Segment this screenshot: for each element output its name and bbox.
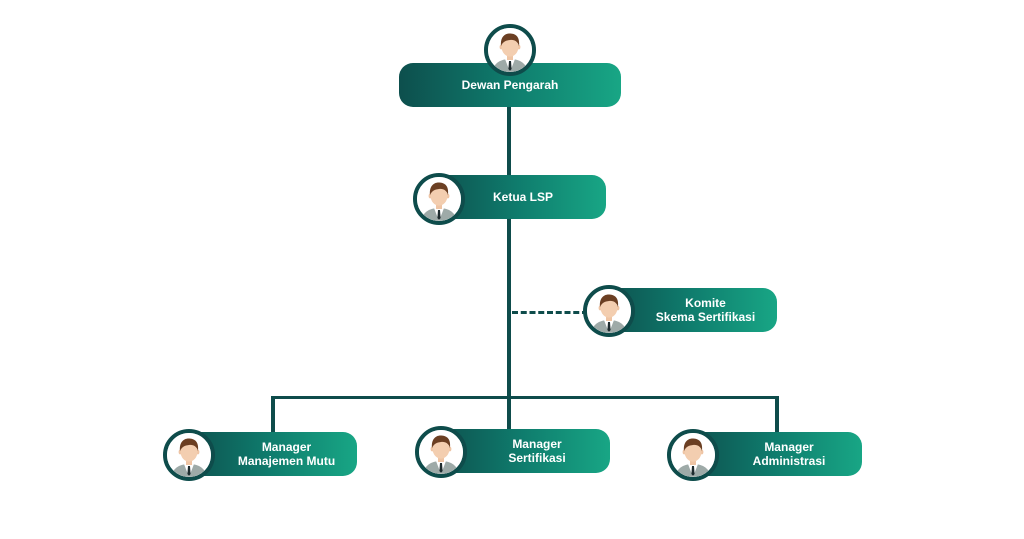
node-label-line1: Komite [685,296,726,310]
person-avatar-icon [667,429,719,481]
node-manager-administrasi: Manager Administrasi [686,432,862,476]
node-label-line2: Manajemen Mutu [237,454,336,468]
person-avatar-icon [163,429,215,481]
connector-drop-mutu [271,396,275,434]
node-label-line2: Skema Sertifikasi [655,310,756,324]
node-label-line2: Administrasi [752,454,826,468]
node-label: Ketua LSP [492,190,553,204]
person-avatar-icon [415,426,467,478]
node-label-line2: Sertifikasi [508,451,566,465]
node-label-line1: Manager [261,440,312,454]
person-avatar-icon [413,173,465,225]
node-manager-sertifikasi: Manager Sertifikasi [434,429,610,473]
connector-dewan-ketua [507,104,511,178]
connector-komite-dashed [512,311,588,314]
node-label-line1: Manager [512,437,562,451]
node-label-line1: Manager [764,440,814,454]
connector-drop-administrasi [775,396,779,434]
connector-horizontal-bar [271,396,779,399]
person-avatar-icon [583,285,635,337]
person-avatar-icon [484,24,536,76]
connector-ketua-trunk [507,216,511,434]
node-label: Dewan Pengarah [461,78,559,92]
